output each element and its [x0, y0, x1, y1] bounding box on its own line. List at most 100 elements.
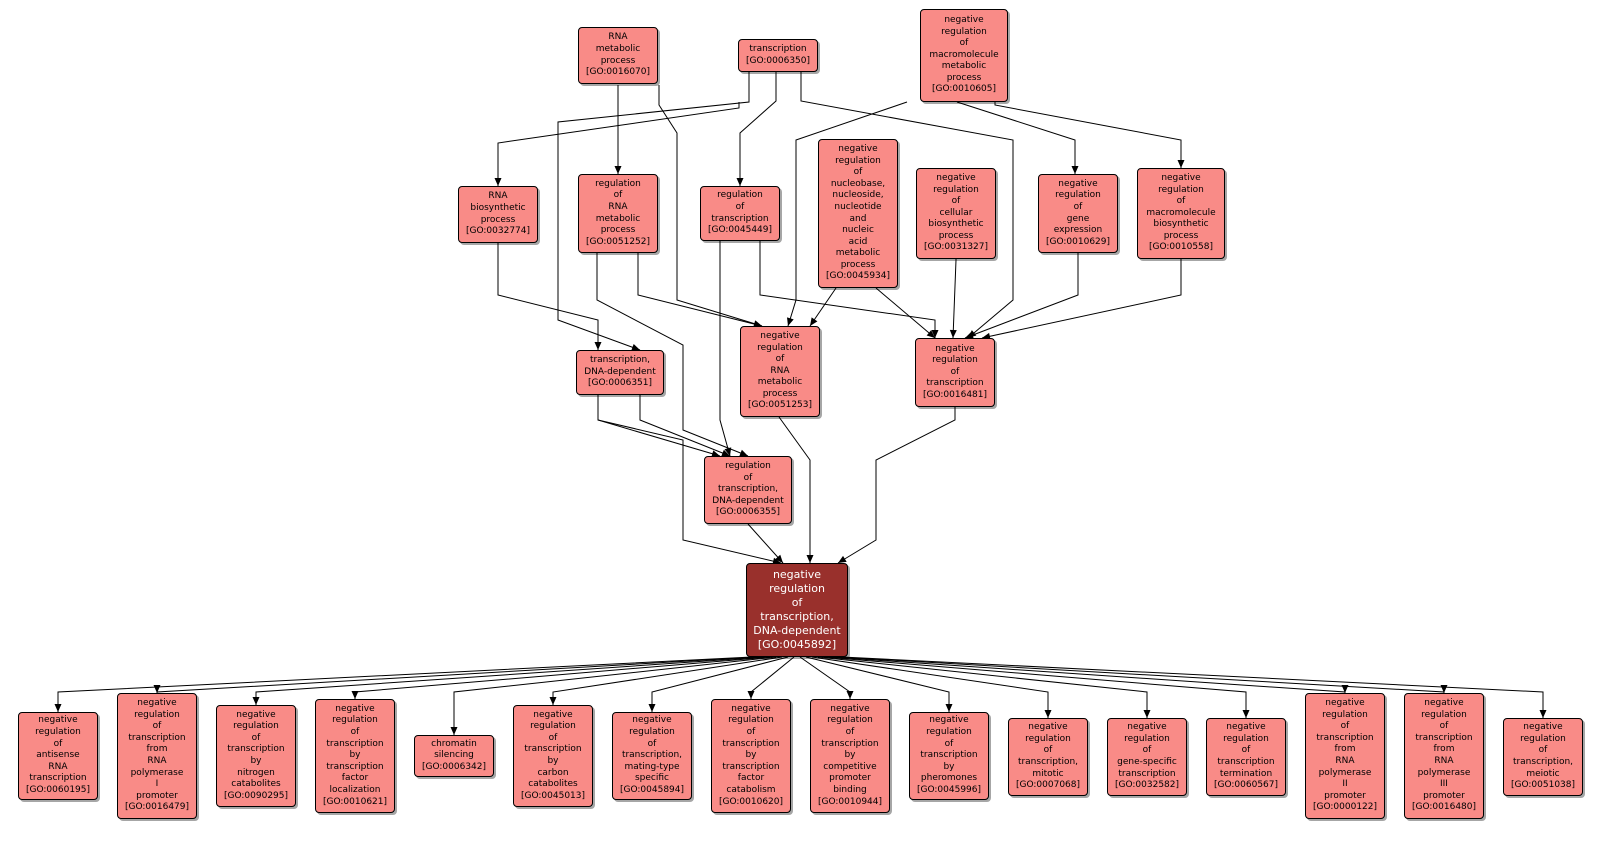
edge-arrowhead [54, 704, 62, 712]
edge-arrowhead [926, 330, 935, 338]
node-label: negative regulation of transcription by … [223, 709, 289, 801]
node-go-0016480[interactable]: negative regulation of transcription fro… [1404, 693, 1484, 819]
edge-arrowhead [648, 704, 656, 712]
edge-arrowhead [931, 330, 939, 338]
edge-to-child [835, 656, 1445, 693]
edge-arrowhead [965, 331, 974, 339]
edge-arrowhead [721, 449, 730, 457]
node-label: regulation of transcription, DNA-depende… [712, 461, 784, 518]
node-label: regulation of transcription [GO:0045449] [707, 190, 773, 236]
edge [981, 259, 1182, 339]
edge [639, 395, 731, 457]
node-go-0010629[interactable]: negative regulation of gene expression [… [1038, 174, 1118, 253]
edge [800, 72, 1014, 339]
node-go-0045013[interactable]: negative regulation of transcription by … [513, 705, 593, 807]
node-label: negative regulation of RNA metabolic pro… [747, 330, 813, 411]
edge-to-child [817, 656, 1148, 718]
node-label: transcription, DNA-dependent [GO:0006351… [584, 355, 656, 389]
edge-arrowhead [153, 685, 161, 693]
edge [658, 85, 763, 327]
node-go-0060567[interactable]: negative regulation of transcription ter… [1206, 718, 1286, 796]
node-go-0007068[interactable]: negative regulation of transcription, mi… [1008, 718, 1088, 796]
node-go-0006355[interactable]: regulation of transcription, DNA-depende… [704, 456, 792, 524]
edge [778, 416, 811, 563]
edge-arrowhead [787, 317, 794, 326]
edge [557, 72, 750, 351]
node-label: negative regulation of transcription fro… [1411, 698, 1477, 813]
node-go-0006351[interactable]: transcription, DNA-dependent [GO:0006351… [576, 350, 664, 395]
node-go-0031327[interactable]: negative regulation of cellular biosynth… [916, 168, 996, 259]
node-label: negative regulation of transcription by … [916, 715, 982, 795]
edge-arrowhead [772, 557, 781, 565]
node-go-0045892-focus[interactable]: negative regulation of transcription, DN… [746, 563, 848, 657]
edge [747, 523, 784, 564]
node-go-0010558[interactable]: negative regulation of macromolecule bio… [1137, 168, 1225, 259]
edge [952, 259, 957, 339]
node-go-0000122[interactable]: negative regulation of transcription fro… [1305, 693, 1385, 819]
node-go-0010621[interactable]: negative regulation of transcription by … [315, 699, 395, 813]
edge [637, 253, 763, 327]
edge-arrowhead [711, 450, 720, 458]
edge-arrowhead [1071, 166, 1079, 174]
node-label: negative regulation of transcription by … [817, 703, 883, 807]
node-label: negative regulation of transcription fro… [1312, 698, 1378, 813]
node-label: negative regulation of transcription, me… [1510, 722, 1576, 791]
node-go-0032582[interactable]: negative regulation of gene-specific tra… [1107, 718, 1187, 796]
edge-arrowhead [252, 697, 260, 705]
node-go-0051252[interactable]: regulation of RNA metabolic process [GO:… [578, 174, 658, 253]
node-label: RNA metabolic process [GO:0016070] [585, 32, 651, 78]
edge [497, 243, 599, 350]
edge [759, 241, 936, 338]
edge [994, 102, 1182, 168]
edge-to-child [799, 656, 851, 699]
edge-to-child [841, 656, 1544, 718]
node-label: negative regulation of transcription by … [718, 703, 784, 807]
node-go-0010620[interactable]: negative regulation of transcription by … [711, 699, 791, 813]
node-go-0090295[interactable]: negative regulation of transcription by … [216, 705, 296, 807]
edge-arrowhead [614, 166, 622, 174]
edge-to-child [453, 656, 777, 735]
node-go-0016070[interactable]: RNA metabolic process [GO:0016070] [578, 27, 658, 84]
edge-arrowhead [747, 691, 755, 699]
node-label: negative regulation of transcription fro… [124, 698, 190, 813]
node-go-0045894[interactable]: negative regulation of transcription, ma… [612, 712, 692, 800]
node-go-0016481[interactable]: negative regulation of transcription [GO… [915, 338, 995, 407]
node-label: negative regulation of macromolecule met… [929, 14, 999, 95]
node-go-0060195[interactable]: negative regulation of antisense RNA tra… [18, 712, 98, 800]
node-go-0006350[interactable]: transcription [GO:0006350] [738, 39, 818, 72]
edge-arrowhead [736, 178, 744, 186]
edge-arrowhead [1539, 710, 1547, 718]
edge-to-child [829, 656, 1346, 693]
edge-arrowhead [594, 342, 602, 350]
edge-arrowhead [494, 178, 502, 186]
edge-arrowhead [949, 329, 957, 338]
edge-arrowhead [1177, 160, 1185, 168]
node-go-0045449[interactable]: regulation of transcription [GO:0045449] [700, 186, 780, 241]
node-go-0045996[interactable]: negative regulation of transcription by … [909, 712, 989, 800]
edge [596, 253, 749, 457]
node-go-0051253[interactable]: negative regulation of RNA metabolic pro… [740, 326, 820, 417]
node-go-0051038[interactable]: negative regulation of transcription, me… [1503, 718, 1583, 796]
edge-to-child [823, 656, 1247, 718]
edge-to-child [750, 656, 795, 699]
node-go-0006342[interactable]: chromatin silencing [GO:0006342] [414, 735, 494, 777]
edge-arrowhead [810, 317, 818, 326]
node-label: negative regulation of macromolecule bio… [1146, 172, 1216, 253]
edge [964, 253, 1079, 339]
node-go-0016479[interactable]: negative regulation of transcription fro… [117, 693, 197, 819]
node-label: negative regulation of antisense RNA tra… [25, 715, 91, 795]
node-go-0010944[interactable]: negative regulation of transcription by … [810, 699, 890, 813]
edge-arrowhead [724, 447, 732, 456]
edge-arrowhead [846, 691, 854, 699]
edge [597, 395, 782, 564]
node-label: negative regulation of transcription, DN… [753, 568, 841, 651]
node-go-0045934[interactable]: negative regulation of nucleobase, nucle… [818, 139, 898, 288]
node-go-0032774[interactable]: RNA biosynthetic process [GO:0032774] [458, 186, 538, 243]
node-label: negative regulation of gene-specific tra… [1114, 722, 1180, 791]
node-label: negative regulation of transcription ter… [1213, 722, 1279, 791]
edge [787, 101, 908, 327]
edge-arrowhead [631, 343, 640, 351]
node-go-0010605[interactable]: negative regulation of macromolecule met… [920, 9, 1008, 102]
